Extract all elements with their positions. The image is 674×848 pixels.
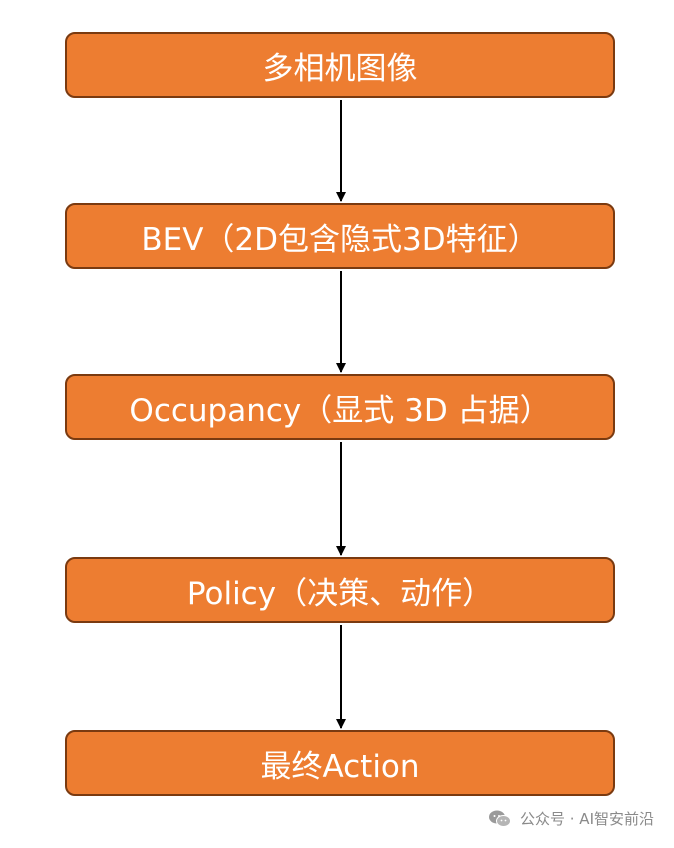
node-label: 多相机图像 bbox=[262, 50, 418, 87]
node-policy: Policy（决策、动作） bbox=[65, 557, 615, 623]
node-label: Occupancy（显式 3D 占据） bbox=[129, 392, 551, 429]
node-occupancy: Occupancy（显式 3D 占据） bbox=[65, 374, 615, 440]
wechat-icon bbox=[488, 809, 512, 829]
watermark-text: 公众号 · AI智安前沿 bbox=[520, 810, 654, 828]
watermark: 公众号 · AI智安前沿 bbox=[488, 808, 654, 829]
node-label: BEV（2D包含隐式3D特征） bbox=[141, 221, 539, 258]
node-final-action: 最终Action bbox=[65, 730, 615, 796]
node-label: Policy（决策、动作） bbox=[186, 575, 494, 612]
node-multi-camera-images: 多相机图像 bbox=[65, 32, 615, 98]
node-bev: BEV（2D包含隐式3D特征） bbox=[65, 203, 615, 269]
node-label: 最终Action bbox=[260, 748, 420, 785]
